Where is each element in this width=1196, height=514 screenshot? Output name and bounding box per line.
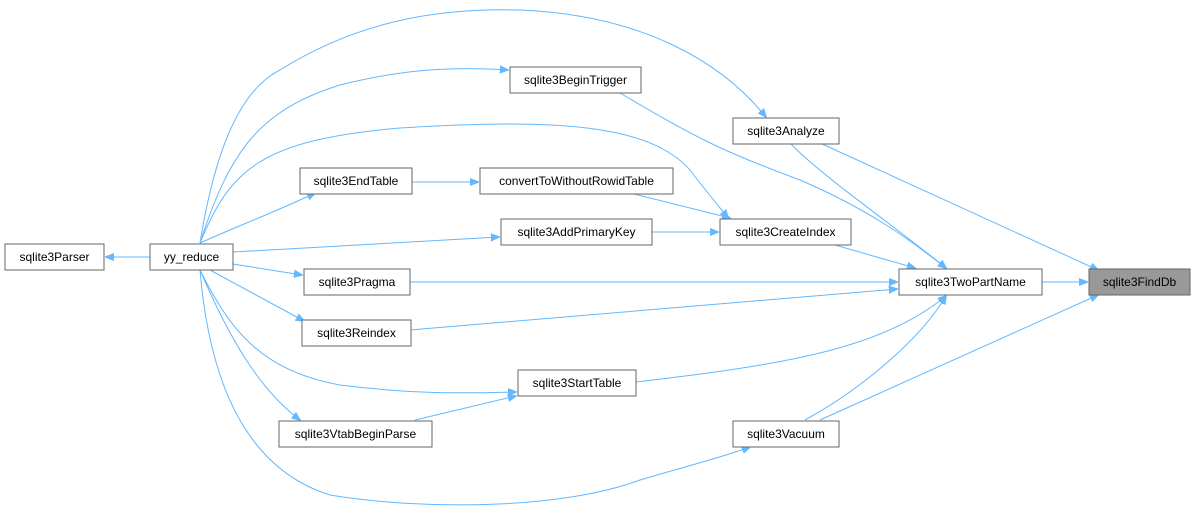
node-sqlite3addprimarykey[interactable]: sqlite3AddPrimaryKey xyxy=(500,218,653,246)
edge-reindex-twopartname xyxy=(409,289,897,331)
edge-vacuum-finddb xyxy=(819,295,1098,421)
node-sqlite3starttable[interactable]: sqlite3StartTable xyxy=(517,369,637,397)
edge-yy-reduce-vacuum xyxy=(199,269,750,506)
node-label: sqlite3BeginTrigger xyxy=(524,73,627,87)
node-yy-reduce[interactable]: yy_reduce xyxy=(149,243,234,271)
node-label: sqlite3Parser xyxy=(19,250,89,264)
edge-vacuum-twopartname xyxy=(804,296,946,421)
node-sqlite3vacuum[interactable]: sqlite3Vacuum xyxy=(732,420,840,448)
node-label: sqlite3Reindex xyxy=(317,326,396,340)
edge-yy-reduce-starttable xyxy=(199,269,516,393)
edge-yy-reduce-pragma xyxy=(232,263,302,275)
edge-yy-reduce-endtable xyxy=(199,193,315,244)
edge-begintrigger-twopartname xyxy=(619,92,946,268)
node-sqlite3reindex[interactable]: sqlite3Reindex xyxy=(301,319,412,347)
node-sqlite3createindex[interactable]: sqlite3CreateIndex xyxy=(719,218,852,246)
edge-analyze-twopartname xyxy=(789,142,946,268)
node-sqlite3analyze[interactable]: sqlite3Analyze xyxy=(732,117,840,145)
edge-yy-reduce-reindex xyxy=(209,269,304,321)
edge-yy-reduce-vtabbeginparse xyxy=(199,269,300,420)
node-label: sqlite3Vacuum xyxy=(747,427,825,441)
node-sqlite3begintrigger[interactable]: sqlite3BeginTrigger xyxy=(509,66,642,94)
edge-yy-reduce-begintrigger xyxy=(199,69,508,244)
node-sqlite3endtable[interactable]: sqlite3EndTable xyxy=(299,167,413,195)
node-label: sqlite3VtabBeginParse xyxy=(295,427,417,441)
node-label: sqlite3AddPrimaryKey xyxy=(517,225,635,239)
node-label: yy_reduce xyxy=(164,250,220,264)
node-converttowithoutrowidtable[interactable]: convertToWithoutRowidTable xyxy=(479,167,674,195)
edge-yy-reduce-addprimarykey xyxy=(232,237,499,253)
edge-vtabbeginparse-starttable xyxy=(414,396,516,421)
node-label: sqlite3CreateIndex xyxy=(735,225,835,239)
node-label: sqlite3StartTable xyxy=(533,376,622,390)
edge-createindex-twopartname xyxy=(834,244,915,268)
call-edges xyxy=(106,9,1098,506)
node-sqlite3twopartname[interactable]: sqlite3TwoPartName xyxy=(898,268,1043,296)
edge-convert-createindex xyxy=(629,192,730,218)
node-label: sqlite3EndTable xyxy=(314,174,399,188)
edge-yy-reduce-analyze xyxy=(199,9,766,244)
node-sqlite3parser[interactable]: sqlite3Parser xyxy=(4,243,105,271)
edge-starttable-twopartname xyxy=(635,296,946,383)
node-sqlite3pragma[interactable]: sqlite3Pragma xyxy=(303,268,411,296)
node-label: sqlite3Pragma xyxy=(319,275,396,289)
node-sqlite3vtabbeginparse[interactable]: sqlite3VtabBeginParse xyxy=(278,420,433,448)
edge-analyze-finddb xyxy=(819,142,1098,270)
edge-yy-reduce-createindex xyxy=(199,123,728,244)
node-label: sqlite3FindDb xyxy=(1103,275,1177,289)
node-label: convertToWithoutRowidTable xyxy=(499,174,654,188)
node-sqlite3finddb[interactable]: sqlite3FindDb xyxy=(1088,268,1191,296)
node-label: sqlite3Analyze xyxy=(747,124,825,138)
node-label: sqlite3TwoPartName xyxy=(915,275,1026,289)
